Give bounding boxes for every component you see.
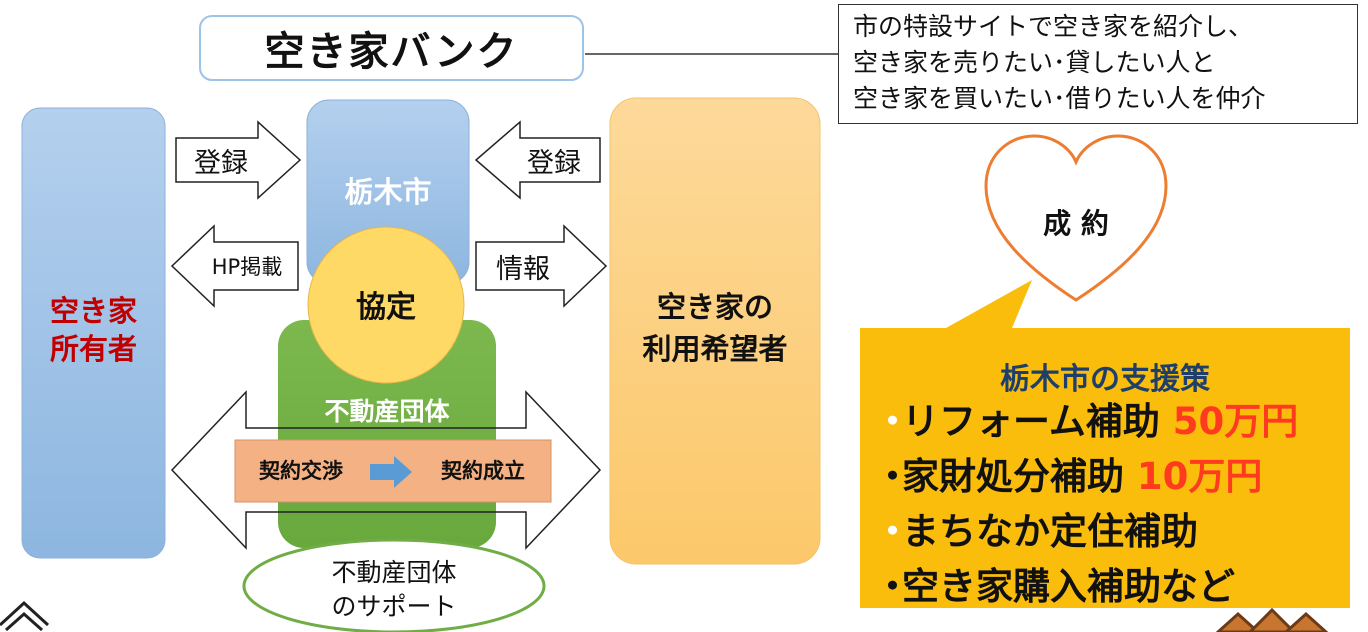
- support-item-text: 空き家購入補助など: [902, 565, 1235, 608]
- support-oval: [242, 538, 546, 632]
- support-list: ・リフォーム補助 50万円 ・家財処分補助 10万円 ・まちなか定住補助 ・空き…: [874, 394, 1298, 614]
- contract-label: 契約成立: [441, 459, 525, 483]
- agreement-circle: [307, 226, 465, 384]
- support-item: ・家財処分補助 10万円: [874, 449, 1298, 504]
- arrow-register-left-label: 登録: [194, 147, 248, 179]
- support-oval-label: 不動産団体 のサポート: [260, 552, 528, 628]
- note-line: 空き家を買いたい･借りたい人を仲介: [853, 84, 1266, 113]
- owner-box: [21, 107, 166, 559]
- support-item: ・リフォーム補助 50万円: [874, 394, 1298, 449]
- support-bullet: ・: [874, 400, 911, 443]
- arrow-register-right-label: 登録: [527, 147, 581, 179]
- support-item-amount: 10万円: [1136, 455, 1263, 498]
- agreement-label: 協定: [356, 290, 416, 325]
- negotiation-arrow-icon: [370, 456, 412, 488]
- support-heading: 栃木市の支援策: [1000, 362, 1210, 397]
- support-oval-line: のサポート: [331, 592, 457, 621]
- negotiation-double-arrow: [170, 390, 602, 550]
- realestate-label: 不動産団体: [324, 397, 450, 426]
- support-bullet: ・: [874, 510, 911, 553]
- user-label-line: 利用希望者: [642, 332, 788, 366]
- arrow-info-label: 情報: [496, 253, 550, 285]
- support-item-text: まちなか定住補助: [902, 510, 1198, 553]
- negotiation-label: 契約交渉: [259, 459, 343, 483]
- house-icon: [0, 600, 50, 632]
- support-box: 栃木市の支援策 ・リフォーム補助 50万円 ・家財処分補助 10万円 ・まちなか…: [860, 328, 1350, 608]
- user-label-line: 空き家の: [656, 290, 773, 324]
- arrow-hp-label: HP掲載: [211, 255, 283, 279]
- city-label: 栃木市: [344, 175, 432, 209]
- support-bullet: ・: [874, 455, 911, 498]
- user-box: [609, 97, 821, 565]
- page-title: 空き家バンク: [264, 29, 519, 75]
- owner-label-line: 空き家: [49, 294, 137, 328]
- arrow-register-left: [175, 120, 302, 200]
- arrow-info: [475, 224, 608, 308]
- house-row-icon: [1215, 607, 1329, 632]
- arrow-hp: [170, 224, 299, 308]
- user-label: 空き家の 利用希望者: [610, 282, 820, 374]
- support-callout-pointer: [946, 280, 1032, 328]
- support-item-text: リフォーム補助: [902, 400, 1173, 443]
- heart-shape: [984, 134, 1168, 302]
- support-item: ・空き家購入補助など: [874, 559, 1298, 614]
- heart-label: 成 約: [1043, 207, 1109, 240]
- owner-label: 空き家 所有者: [22, 290, 165, 370]
- note-line: 市の特設サイトで空き家を紹介し、: [853, 12, 1254, 41]
- support-item-amount: 50万円: [1172, 400, 1299, 443]
- support-item-text: 家財処分補助: [902, 455, 1137, 498]
- support-oval-line: 不動産団体: [331, 558, 457, 587]
- note-line: 空き家を売りたい･貸したい人と: [853, 48, 1216, 77]
- title-box: [199, 15, 584, 81]
- owner-label-line: 所有者: [49, 332, 137, 366]
- support-bullet: ・: [874, 565, 911, 608]
- arrow-register-right: [474, 120, 601, 200]
- support-item: ・まちなか定住補助: [874, 504, 1298, 559]
- description-note: 市の特設サイトで空き家を紹介し、 空き家を売りたい･貸したい人と 空き家を買いた…: [838, 4, 1358, 124]
